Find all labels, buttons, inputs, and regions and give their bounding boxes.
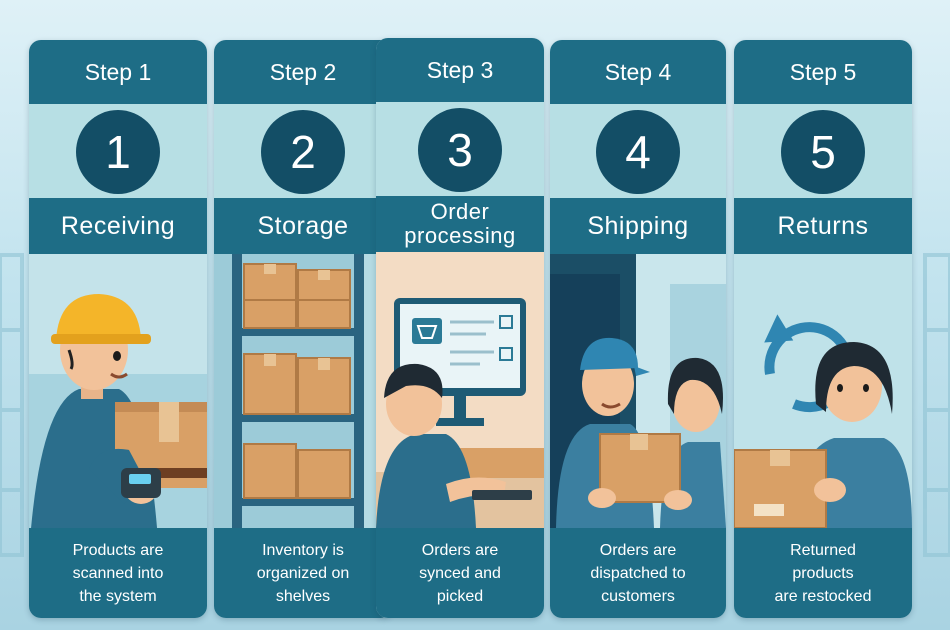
caption-line: picked [436,587,484,605]
step-title-line: Returns [777,212,869,240]
step-title: Storage [214,198,392,254]
step-header: Step 4 [550,40,726,104]
step-title-line: processing [404,223,516,248]
step-number-zone: 2 [214,104,392,198]
step-caption: Returned products are restocked [734,528,912,618]
step-number-zone: 1 [29,104,207,198]
step-number-circle: 1 [76,110,160,194]
step-title: Order processing [376,196,544,252]
step-number-zone: 3 [376,102,544,196]
step-header: Step 3 [376,38,544,102]
caption-line: shelves [275,587,331,605]
caption-line: Orders are [599,541,677,559]
caption-line: scanned into [72,564,164,582]
step-header: Step 5 [734,40,912,104]
caption-line: Inventory is [262,541,344,559]
caption-line: dispatched to [590,564,686,582]
step-number-circle: 2 [261,110,345,194]
step-card-4: Step 4 4 Shipping Orders are dispatched … [550,40,726,618]
step-header: Step 2 [214,40,392,104]
step-title: Receiving [29,198,207,254]
step-card-3: Step 3 3 Order processing Orders are syn… [376,38,544,618]
step-title-line: Storage [257,212,349,240]
step-number-circle: 4 [596,110,680,194]
step-caption: Orders are synced and picked [376,528,544,618]
step-title-line: Shipping [587,212,689,240]
customer-returning-box-icon [734,254,912,528]
caption-line: Products are [72,541,164,559]
caption-line: products [792,564,854,582]
step-card-1: Step 1 1 Receiving Products are scanned … [29,40,207,618]
worker-scanning-box-icon [29,254,207,528]
step-card-2: Step 2 2 Storage Inventory is organized … [214,40,392,618]
courier-handing-package-icon [550,254,726,528]
step-caption: Orders are dispatched to customers [550,528,726,618]
step-card-5: Step 5 5 Returns Returned products are r… [734,40,912,618]
step-title-line: Receiving [60,212,176,240]
caption-line: organized on [256,564,350,582]
caption-line: customers [601,587,675,605]
caption-line: synced and [419,564,501,582]
step-number-zone: 4 [550,104,726,198]
step-number-circle: 5 [781,110,865,194]
step-title-line: Order [430,199,490,224]
shelves-with-boxes-icon [214,254,392,528]
step-number-zone: 5 [734,104,912,198]
caption-line: are restocked [774,587,872,605]
step-header: Step 1 [29,40,207,104]
step-caption: Inventory is organized on shelves [214,528,392,618]
worker-at-computer-icon [376,252,544,528]
step-title: Shipping [550,198,726,254]
step-title: Returns [734,198,912,254]
caption-line: the system [79,587,157,605]
caption-line: Returned [790,541,856,559]
step-number-circle: 3 [418,108,502,192]
step-caption: Products are scanned into the system [29,528,207,618]
caption-line: Orders are [421,541,499,559]
